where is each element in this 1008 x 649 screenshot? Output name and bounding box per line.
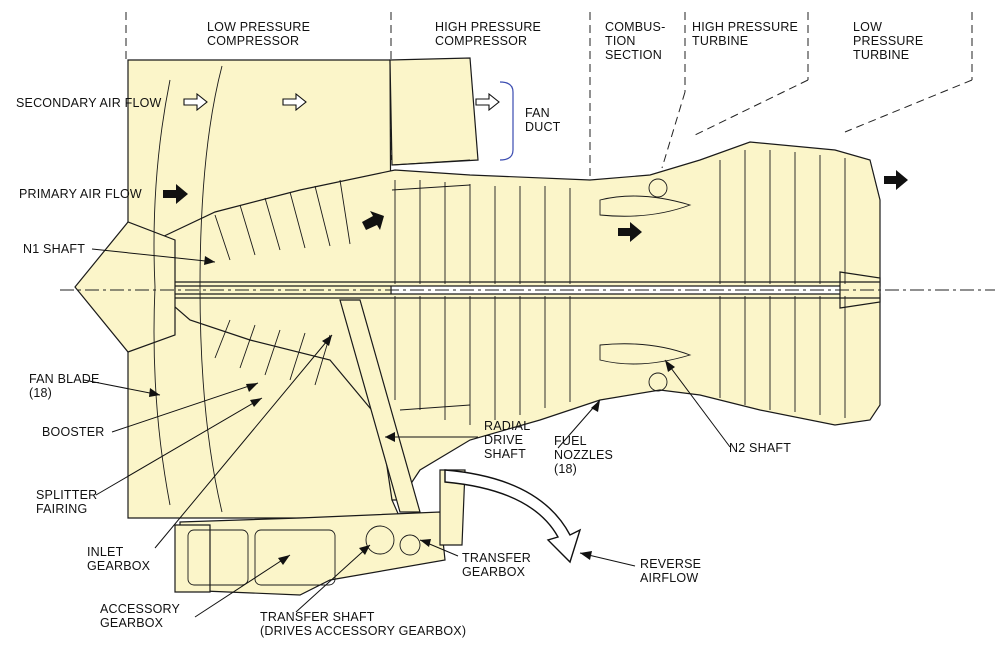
secondary-flow-arrow-3 — [475, 92, 500, 112]
label-combustion-section: COMBUS- TION SECTION — [605, 20, 666, 62]
fan-duct-bracket — [499, 81, 514, 161]
label-fan-blade: FAN BLADE (18) — [29, 372, 100, 400]
secondary-flow-arrow-1 — [183, 92, 208, 112]
spinner-nose — [74, 221, 176, 353]
label-reverse-airflow: REVERSE AIRFLOW — [640, 557, 702, 585]
label-fan-duct: FAN DUCT — [525, 106, 561, 134]
label-n2-shaft: N2 SHAFT — [729, 441, 792, 455]
reverse-airflow-arrow — [444, 469, 582, 564]
flow-arrows — [163, 92, 908, 564]
primary-flow-arrow-1 — [163, 184, 188, 204]
engine-body — [74, 57, 881, 596]
label-transfer-gearbox: TRANSFER GEARBOX — [462, 551, 531, 579]
label-low-pressure-compressor: LOW PRESSURE COMPRESSOR — [207, 20, 311, 48]
leader-arrowheads — [149, 256, 675, 565]
label-low-pressure-turbine: LOW PRESSURE TURBINE — [853, 20, 924, 62]
exhaust-flow-arrow — [884, 170, 908, 190]
inlet-gearbox-housing — [174, 524, 211, 593]
label-radial-drive-shaft: RADIAL DRIVE SHAFT — [484, 419, 531, 461]
secondary-flow-arrow-2 — [282, 92, 307, 112]
label-booster: BOOSTER — [42, 425, 105, 439]
fan-and-booster-detail — [153, 65, 846, 586]
radial-drive-strut — [339, 299, 421, 513]
label-splitter-fairing: SPLITTER FAIRING — [36, 488, 98, 516]
label-fuel-nozzles: FUEL NOZZLES (18) — [554, 434, 614, 476]
label-inlet-gearbox: INLET GEARBOX — [87, 545, 151, 573]
primary-flow-arrow-2 — [362, 211, 384, 230]
fan-duct-casing — [389, 57, 479, 166]
label-accessory-gearbox: ACCESSORY GEARBOX — [100, 602, 181, 630]
main-shaft — [175, 281, 880, 299]
label-transfer-shaft: TRANSFER SHAFT (DRIVES ACCESSORY GEARBOX… — [260, 610, 467, 638]
label-primary-air-flow: PRIMARY AIR FLOW — [19, 187, 142, 201]
primary-flow-arrow-3 — [618, 222, 642, 242]
label-secondary-air-flow: SECONDARY AIR FLOW — [16, 96, 162, 110]
label-high-pressure-turbine: HIGH PRESSURE TURBINE — [692, 20, 799, 48]
label-n1-shaft: N1 SHAFT — [23, 242, 86, 256]
label-high-pressure-compressor: HIGH PRESSURE COMPRESSOR — [435, 20, 542, 48]
